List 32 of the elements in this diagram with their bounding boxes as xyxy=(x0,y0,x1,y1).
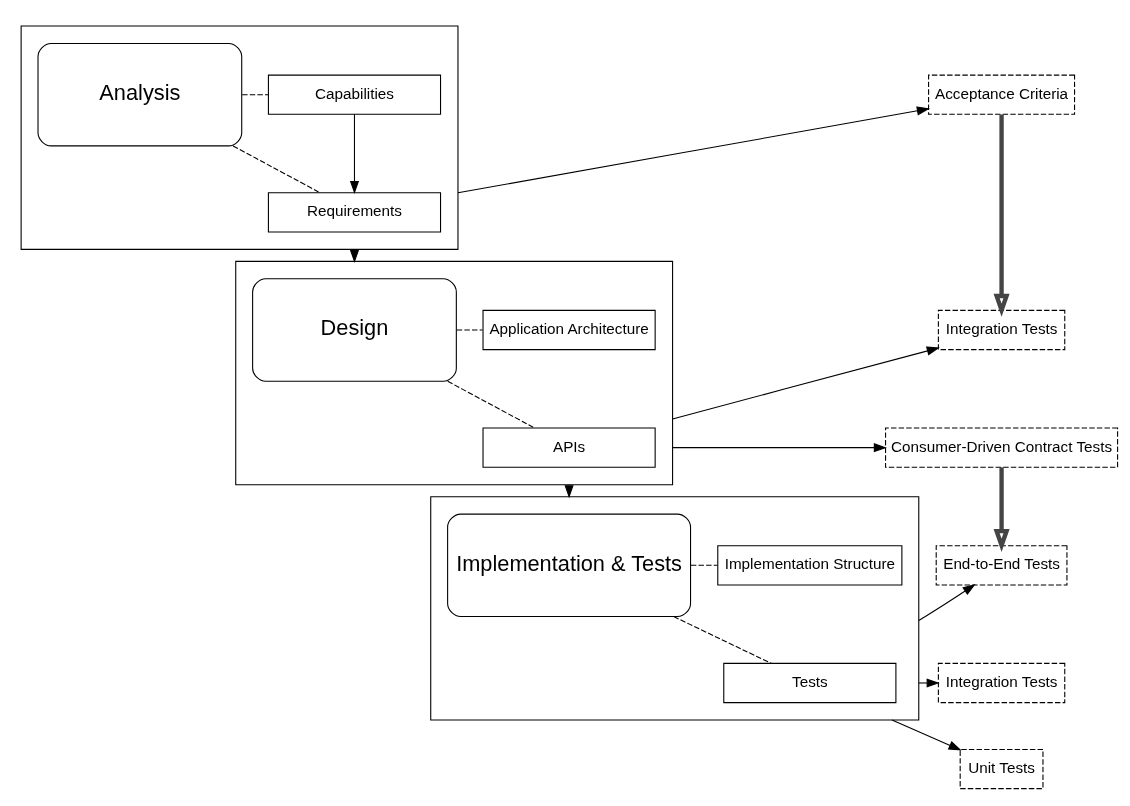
node-box: Integration Tests xyxy=(937,309,1066,351)
connector xyxy=(447,380,535,429)
cluster xyxy=(430,496,920,721)
node-box: Implementation Structure xyxy=(717,545,903,586)
node-box: Tests xyxy=(723,662,897,704)
node-box: Unit Tests xyxy=(959,748,1044,790)
node-box: Application Architecture xyxy=(482,309,656,351)
arrow xyxy=(891,719,962,751)
connector xyxy=(456,329,484,331)
arrow xyxy=(457,106,930,194)
arrow xyxy=(672,443,887,453)
node-box: Implementation & Tests xyxy=(447,513,692,618)
node-box: Consumer-Driven Contract Tests xyxy=(885,427,1119,468)
arrow xyxy=(672,346,940,420)
arrow xyxy=(993,467,1010,552)
arrow xyxy=(349,113,360,195)
arrow xyxy=(993,114,1010,317)
node-box: Integration Tests xyxy=(937,662,1066,704)
arrow xyxy=(918,584,976,622)
node-box: Design xyxy=(252,278,457,382)
node-box: Requirements xyxy=(267,192,442,233)
connector xyxy=(673,616,772,664)
node-box: APIs xyxy=(482,427,656,468)
node-box: Acceptance Criteria xyxy=(928,74,1076,115)
node-box: Capabilities xyxy=(267,74,442,115)
arrow xyxy=(349,249,360,264)
node-box: End-to-End Tests xyxy=(935,545,1068,586)
connector xyxy=(241,94,269,96)
arrow xyxy=(918,678,940,688)
node-box: Analysis xyxy=(37,42,243,147)
connector xyxy=(232,145,321,194)
connector xyxy=(690,564,718,566)
